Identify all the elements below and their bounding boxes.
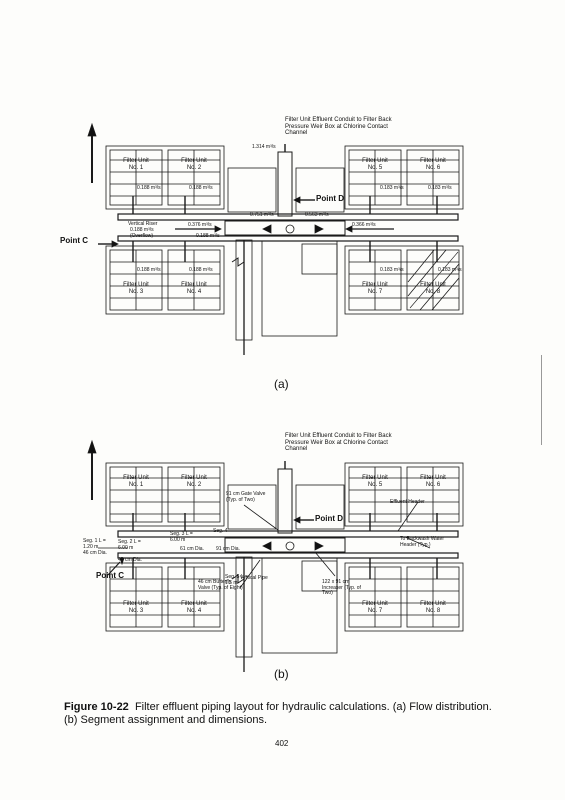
figure-b-seg1-dia: 46 cm Dia. [83, 550, 107, 556]
figure-a-flow-riser-right: 0.563 m³/s [305, 212, 329, 218]
unit-number: No. 6 [425, 481, 441, 488]
unit-name: Filter Unit [362, 601, 388, 607]
figure-b-seg4: Seg. 4 [213, 528, 228, 534]
unit-number: No. 2 [186, 164, 202, 171]
unit-number: No. 7 [367, 288, 383, 295]
unit-number: No. 1 [128, 481, 144, 488]
unit-name: Filter Unit [181, 282, 207, 288]
figure-a-flow-u6: 0.183 m³/s [428, 185, 452, 191]
figure-a-total-flow: 1.314 m³/s [252, 144, 276, 150]
unit-name: Filter Unit [123, 282, 149, 288]
unit-number: No. 8 [425, 607, 441, 614]
unit-number: No. 6 [425, 164, 441, 171]
unit-number: No. 1 [128, 164, 144, 171]
figure-b-point-d: Point D [315, 514, 343, 523]
figure-a-riser-note: (Overflow) [130, 233, 154, 239]
unit-number: No. 2 [186, 481, 202, 488]
figure-a-point-c: Point C [60, 236, 88, 245]
unit-name: Filter Unit [420, 601, 446, 607]
figure-b-backwash: To Backwash Water Header (Typ.) [400, 536, 444, 548]
unit-number: No. 3 [128, 288, 144, 295]
figure-b-dia-61: 61 cm Dia. [180, 546, 204, 552]
figure-caption-text: Filter effluent piping layout for hydrau… [64, 701, 492, 726]
figure-b-vertical-pipe: Vertical Pipe [240, 575, 268, 581]
unit-number: No. 4 [186, 607, 202, 614]
unit-number: No. 5 [367, 481, 383, 488]
unit-name: Filter Unit [181, 158, 207, 164]
unit-name: Filter Unit [420, 158, 446, 164]
unit-number: No. 5 [367, 164, 383, 171]
figure-a-flow-header-right: 0.366 m³/s [352, 222, 376, 228]
figure-a-flow-riser-left: 0.751 m³/s [250, 212, 274, 218]
unit-number: No. 8 [425, 288, 441, 295]
figure-b-dia-91: 91 cm Dia. [216, 546, 240, 552]
figure-a-conduit-note: Filter Unit Effluent Conduit to Filter B… [285, 117, 392, 136]
figure-a-vertical-riser: Vertical Riser [128, 221, 158, 227]
unit-name: Filter Unit [362, 475, 388, 481]
figure-a-flow-u1: 0.188 m³/s [137, 185, 161, 191]
unit-name: Filter Unit [123, 601, 149, 607]
unit-number: No. 7 [367, 607, 383, 614]
figure-a-flow-u4: 0.188 m³/s [189, 267, 213, 273]
unit-name: Filter Unit [420, 475, 446, 481]
unit-name: Filter Unit [123, 475, 149, 481]
scan-edge-mark [541, 355, 542, 445]
figure-b-seg2: Seg. 2 L = 6.00 m [118, 539, 141, 551]
figure-b-gate-valve: 91 cm Gate Valve (Typ. of Two) [226, 491, 266, 503]
figure-b-seg3: Seg. 3 L = 6.00 m [170, 531, 193, 543]
unit-number: No. 3 [128, 607, 144, 614]
unit-name: Filter Unit [362, 282, 388, 288]
figure-b-label: (b) [274, 667, 289, 681]
figure-a-flow-u5: 0.183 m³/s [380, 185, 404, 191]
figure-a-point-d: Point D [316, 194, 344, 203]
figure-b-conduit-note: Filter Unit Effluent Conduit to Filter B… [285, 433, 392, 452]
unit-name: Filter Unit [181, 475, 207, 481]
page-number: 402 [275, 739, 289, 748]
figure-a-flow-header-left: 0.376 m³/s [188, 222, 212, 228]
figure-b-seg5: Seg. 5 L = 1.5 m [225, 574, 248, 586]
figure-a-label: (a) [274, 377, 289, 391]
unit-name: Filter Unit [420, 282, 446, 288]
figure-a-flow-u8: 0.183 m³/s [438, 267, 462, 273]
unit-name: Filter Unit [181, 601, 207, 607]
figure-caption-label: Figure 10-22 [64, 701, 129, 713]
figure-a-flow-u7: 0.183 m³/s [380, 267, 404, 273]
unit-number: No. 4 [186, 288, 202, 295]
unit-name: Filter Unit [362, 158, 388, 164]
figure-a-flow-u2: 0.188 m³/s [189, 185, 213, 191]
figure-b-butterfly: 46 cm Butterfly Valve (Typ. of Eight) [198, 579, 243, 591]
figure-caption: Figure 10-22 Filter effluent piping layo… [64, 701, 504, 727]
figure-a-flow-u3: 0.188 m³/s [137, 267, 161, 273]
figure-b-dia-45: 45 cm Dia. [118, 557, 142, 563]
figure-a-riser-flow: 0.188 m³/s [130, 227, 154, 233]
unit-name: Filter Unit [123, 158, 149, 164]
figure-b-effluent-header: Effluent Header [390, 499, 425, 505]
figure-b-point-c: Point C [96, 571, 124, 580]
figure-b-seg1: Seg. 1 L = 1.20 m [83, 538, 106, 550]
figure-b-increaser: 122 x 91 cm Increaser (Typ. of Two) [322, 579, 361, 596]
figure-a-flow-lower-left: 0.188 m³/s [196, 233, 220, 239]
